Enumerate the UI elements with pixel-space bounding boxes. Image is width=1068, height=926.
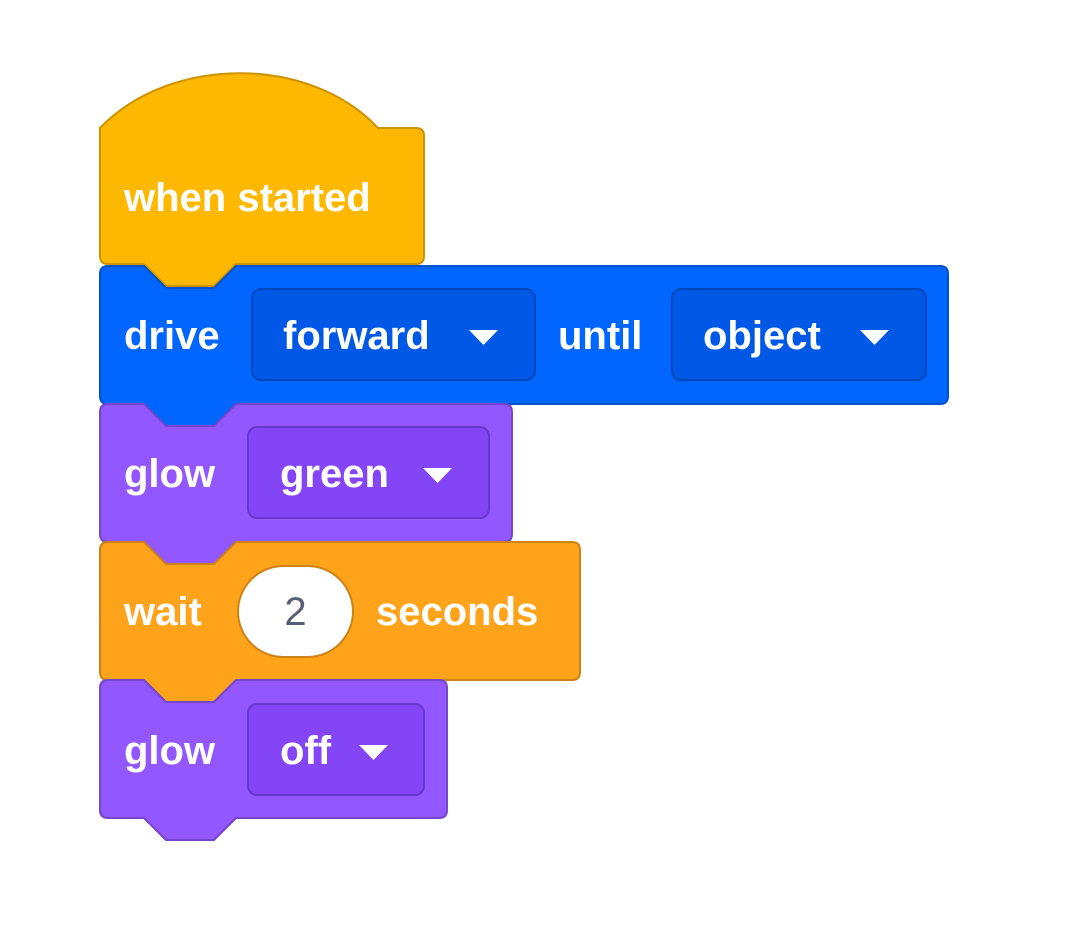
when-started-block[interactable]: when started — [99, 72, 425, 287]
wait-seconds-input[interactable]: 2 — [237, 565, 354, 658]
glow-off-value: off — [280, 729, 332, 773]
drive-condition-dropdown[interactable]: object — [671, 288, 927, 381]
glow-off-block[interactable]: glow off — [99, 679, 448, 841]
chevron-down-icon — [359, 745, 388, 760]
until-label: until — [558, 314, 642, 358]
drive-label: drive — [124, 314, 220, 358]
when-started-label: when started — [123, 176, 371, 220]
wait-seconds-value: 2 — [284, 590, 306, 634]
drive-direction-dropdown[interactable]: forward — [251, 288, 536, 381]
wait-seconds-field[interactable] — [237, 565, 354, 658]
glow-label: glow — [124, 729, 216, 773]
wait-block[interactable]: wait 2 seconds — [99, 541, 581, 703]
glow-color-dropdown[interactable]: green — [247, 426, 490, 519]
glow-green-block[interactable]: glow green — [99, 403, 513, 565]
glow-color-field[interactable] — [247, 426, 490, 519]
chevron-down-icon — [423, 468, 452, 483]
chevron-down-icon — [860, 330, 889, 345]
drive-condition-field[interactable] — [671, 288, 927, 381]
when-started-block-body — [99, 72, 425, 287]
drive-direction-field[interactable] — [251, 288, 536, 381]
chevron-down-icon — [469, 330, 498, 345]
drive-block[interactable]: drive forward until object — [99, 265, 949, 427]
drive-direction-value: forward — [283, 314, 430, 358]
wait-label: wait — [123, 590, 202, 634]
glow-label: glow — [124, 452, 216, 496]
glow-color-value: green — [280, 452, 389, 496]
glow-off-field[interactable] — [247, 703, 425, 796]
glow-off-dropdown[interactable]: off — [247, 703, 425, 796]
drive-condition-value: object — [703, 314, 821, 358]
seconds-label: seconds — [376, 590, 538, 634]
